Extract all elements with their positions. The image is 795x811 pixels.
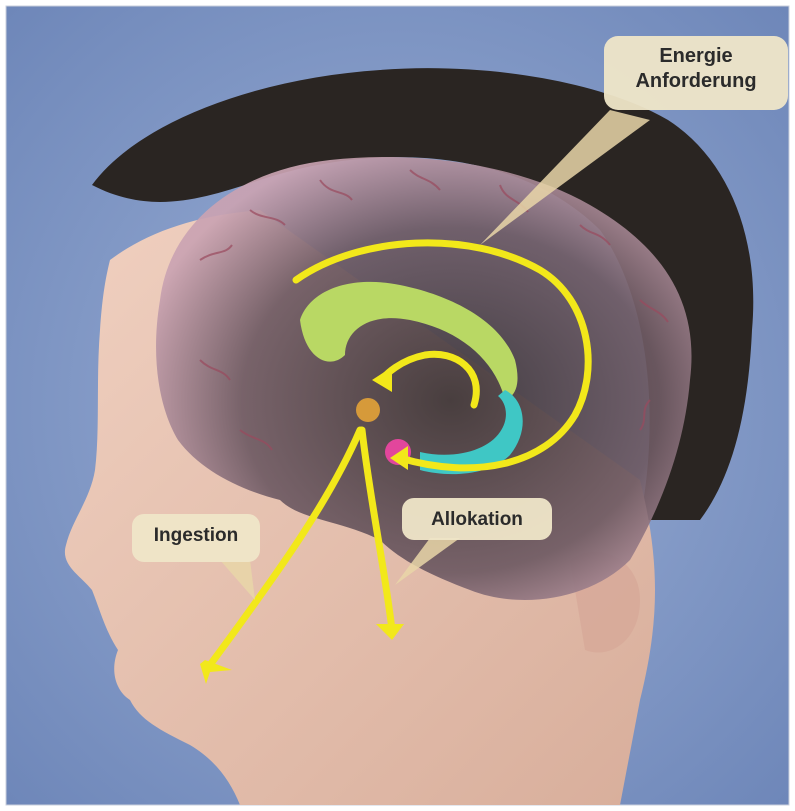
energy-request-label: Energie Anforderung	[604, 44, 788, 94]
ingestion-label: Ingestion	[132, 524, 260, 548]
allocation-label: Allokation	[402, 508, 552, 532]
energy-label-line2: Anforderung	[604, 69, 788, 94]
energy-label-line1: Energie	[604, 44, 788, 69]
orange-node	[356, 398, 380, 422]
